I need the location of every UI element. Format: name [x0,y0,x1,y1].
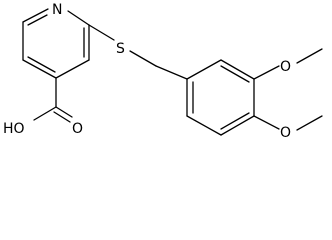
bond-o-ch3-top [296,48,323,64]
pyridine-ring [22,8,90,79]
atom-label-oxygen-carbonyl: O [72,121,83,137]
methoxy-groups [253,48,323,131]
bond-c2-n1 [67,10,90,26]
bond-b4-o-bottom [253,115,280,130]
benzene-ring [186,59,255,136]
carboxyl-group [33,77,73,123]
atom-label-sulfur: S [116,41,125,57]
bond-c5-c4-inner [27,56,56,73]
atom-label-nitrogen: N [52,2,62,18]
atom-label-oxygen-methoxy-bottom: O [280,125,291,141]
bond-b2-b3 [220,59,255,80]
chemical-structure: N S O O O HO [3,2,323,141]
bond-n1-c6 [22,8,49,23]
bond-ch2-aryl [155,65,188,80]
bond-b5-b6 [186,115,222,136]
bond-c5-c4 [22,59,57,79]
bond-c4-c3 [55,59,90,79]
bond-b3-o-top [253,65,280,80]
bond-c-o-double-2 [53,111,71,123]
bond-b4-b5 [220,115,255,136]
bond-b4-b5-inner [220,112,250,130]
bond-c-o-double-1 [55,106,73,118]
bond-o-ch3-bottom [296,115,323,131]
atom-label-oxygen-methoxy-top: O [280,59,291,75]
atom-label-hydroxyl: HO [3,121,25,137]
bond-b2-b3-inner [220,65,250,83]
thioether-linker [88,24,188,80]
bond-s-ch2 [129,50,157,67]
bond-b1-b2 [186,59,222,80]
bond-n1-c6-inner [27,14,48,26]
bond-c2-s [88,24,115,41]
bond-c-oh [33,106,57,121]
